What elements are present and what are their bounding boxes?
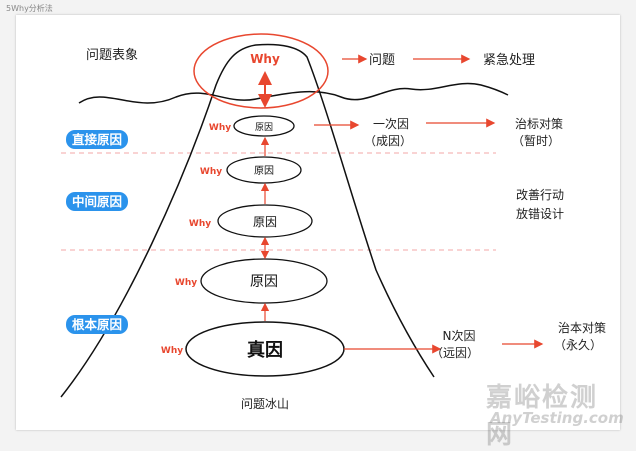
iceberg-diagram: 问题表象 Why 问题 紧急处理 Why Why Why Why Why 原因 …: [60, 33, 606, 411]
problem-label: 问题: [369, 53, 395, 68]
n-cause-note: （远因）: [431, 346, 479, 360]
why-label-2: Why: [200, 167, 222, 177]
n-cause-label: N次因: [443, 329, 476, 343]
why-label-5: Why: [161, 346, 183, 356]
level-tag-intermediate: 中间原因: [66, 192, 129, 211]
top-why-label: Why: [250, 52, 280, 66]
diagram-canvas: 问题表象 Why 问题 紧急处理 Why Why Why Why Why 原因 …: [16, 15, 624, 450]
bottom-title: 问题冰山: [241, 397, 289, 411]
iceberg-outline: [60, 43, 435, 398]
root-countermeasure-note: （永久）: [554, 338, 602, 352]
cause-text-1: 原因: [255, 122, 273, 133]
level-tag-direct: 直接原因: [66, 130, 129, 149]
watermark-cn: 嘉峪检测网: [486, 383, 599, 450]
symptom-countermeasure: 治标对策: [515, 117, 563, 131]
document-title: 5Why分析法: [6, 4, 53, 13]
root-cause-text: 真因: [247, 339, 283, 361]
improve-line-1: 改善行动: [516, 187, 564, 202]
surface-label: 问题表象: [86, 48, 138, 63]
watermark-en: AnyTesting.com: [490, 409, 624, 427]
symptom-countermeasure-note: （暂时）: [512, 134, 560, 148]
why-label-4: Why: [175, 278, 197, 288]
cause-ellipse-1: [233, 115, 295, 137]
urgent-label: 紧急处理: [483, 53, 535, 68]
primary-cause-label: 一次因: [373, 117, 409, 131]
root-countermeasure: 治本对策: [558, 321, 606, 335]
cause-text-4: 原因: [250, 274, 278, 290]
improve-line-2: 放错设计: [516, 206, 564, 221]
why-label-1: Why: [209, 123, 231, 133]
cause-text-3: 原因: [253, 215, 277, 229]
water-line: [78, 82, 509, 104]
problem-tip-circle: [193, 33, 329, 109]
cause-text-2: 原因: [254, 165, 274, 177]
primary-cause-note: （成因）: [364, 134, 412, 148]
level-tag-root: 根本原因: [66, 315, 129, 334]
why-label-3: Why: [189, 219, 211, 229]
